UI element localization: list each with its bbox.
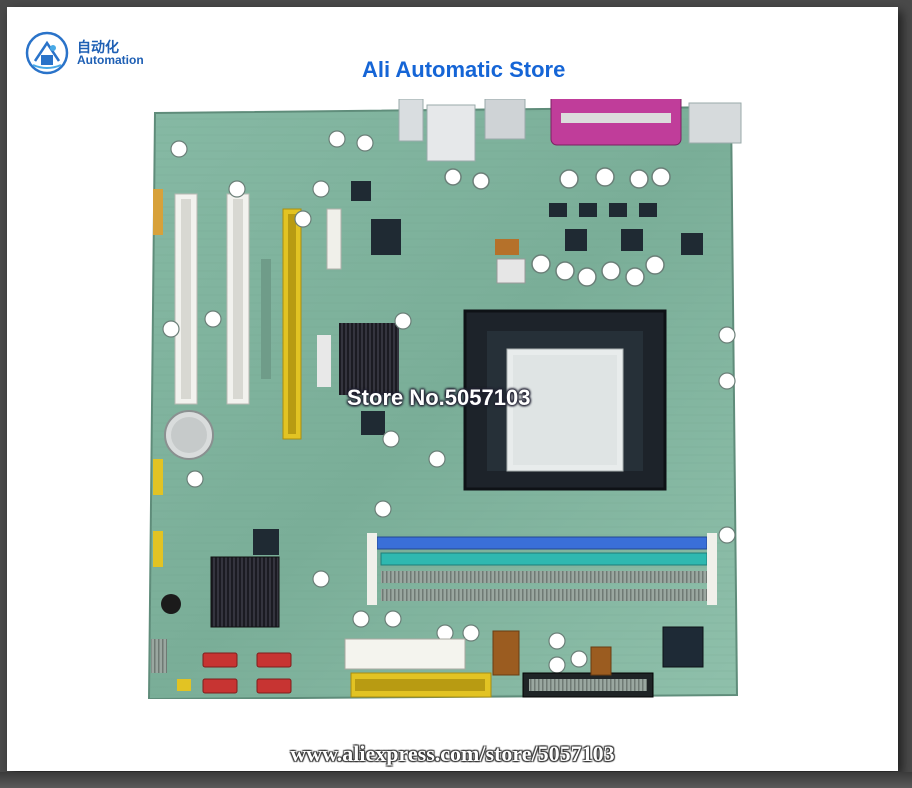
automation-logo-icon xyxy=(25,31,69,75)
brand-name-en: Automation xyxy=(77,53,144,67)
store-number-watermark: Store No.5057103 xyxy=(347,385,531,410)
store-title: Ali Automatic Store xyxy=(362,57,566,82)
product-image-card: 自动化 Automation Ali Automatic Store xyxy=(7,7,898,771)
frame-bottom-edge xyxy=(0,772,912,788)
store-url-caption: www.aliexpress.com/store/5057103 xyxy=(290,741,615,766)
brand-name-cn: 自动化 xyxy=(77,40,119,56)
motherboard-photo xyxy=(147,99,742,699)
